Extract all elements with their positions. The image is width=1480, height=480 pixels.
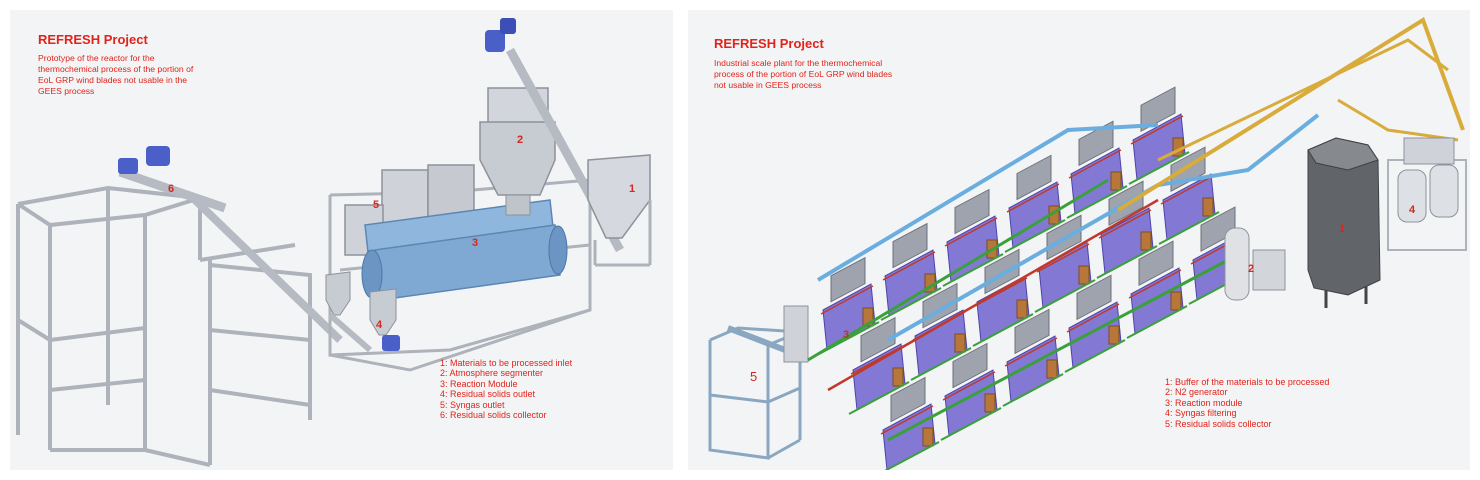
panel-title: REFRESH Project bbox=[38, 32, 148, 47]
reaction-module bbox=[361, 199, 568, 301]
industrial-plant-panel: 1 2 3 4 5 REFRESH Project Industrial sca… bbox=[688, 10, 1470, 470]
reaction-module-unit bbox=[1034, 214, 1096, 313]
reaction-module-unit bbox=[1064, 274, 1126, 373]
legend-item: 4: Syngas filtering bbox=[1165, 408, 1237, 419]
residual-solids-collector-frame bbox=[16, 185, 312, 467]
reaction-module-unit bbox=[940, 342, 1002, 441]
callout-4: 4 bbox=[376, 319, 383, 331]
callout-1: 1 bbox=[1339, 223, 1345, 235]
legend-item: 1: Buffer of the materials to be process… bbox=[1165, 377, 1330, 387]
reaction-module-unit bbox=[1002, 308, 1064, 407]
callout-5: 5 bbox=[750, 369, 757, 384]
callout-4: 4 bbox=[1409, 204, 1416, 216]
residual-solids-outlets bbox=[325, 271, 400, 353]
component-legend: 1: Materials to be processed inlet 2: At… bbox=[440, 358, 572, 420]
panel-title: REFRESH Project bbox=[714, 36, 824, 51]
reaction-module-unit bbox=[880, 222, 942, 321]
component-legend: 1: Buffer of the materials to be process… bbox=[1165, 377, 1329, 429]
legend-item: 5: Syngas outlet bbox=[440, 399, 505, 410]
syngas-filtering-unit bbox=[1387, 137, 1467, 251]
legend-item: 5: Residual solids collector bbox=[1165, 418, 1272, 429]
legend-item: 3: Reaction module bbox=[1165, 397, 1243, 408]
pipe-network bbox=[807, 16, 1465, 442]
reaction-module-unit bbox=[942, 188, 1004, 287]
reaction-module-unit bbox=[1128, 86, 1190, 185]
legend-item: 6: Residual solids collector bbox=[440, 410, 547, 421]
reaction-module-unit bbox=[848, 316, 910, 415]
callout-3: 3 bbox=[843, 329, 849, 341]
prototype-reactor-panel: 1 2 3 4 5 6 REFRESH Project Prototype of… bbox=[10, 10, 673, 470]
n2-generator bbox=[1224, 227, 1286, 301]
reaction-module-unit bbox=[1126, 240, 1188, 339]
industrial-plant-drawing: 1 2 3 4 5 bbox=[708, 16, 1467, 470]
legend-item: 2: N2 generator bbox=[1165, 387, 1228, 398]
legend-item: 4: Residual solids outlet bbox=[440, 389, 536, 400]
panel-description: Prototype of the reactor for the thermoc… bbox=[38, 53, 194, 96]
callout-3: 3 bbox=[472, 237, 478, 249]
materials-inlet-hopper bbox=[587, 154, 652, 267]
legend-item: 2: Atmosphere segmenter bbox=[440, 368, 544, 379]
callout-5: 5 bbox=[373, 199, 379, 211]
legend-item: 1: Materials to be processed inlet bbox=[440, 358, 573, 368]
atmosphere-segmenter bbox=[479, 87, 556, 216]
materials-buffer-silo bbox=[1307, 137, 1381, 308]
callout-2: 2 bbox=[1248, 263, 1254, 275]
collector-screw-conveyor bbox=[118, 146, 343, 343]
legend-item: 3: Reaction Module bbox=[440, 378, 518, 389]
residual-solids-collector-frame bbox=[708, 326, 802, 460]
prototype-reactor-drawing: 1 2 3 4 5 6 bbox=[16, 18, 652, 467]
callout-2: 2 bbox=[517, 134, 523, 146]
panel-description: Industrial scale plant for the thermoche… bbox=[714, 58, 893, 90]
callout-1: 1 bbox=[629, 183, 635, 195]
callout-6: 6 bbox=[168, 183, 174, 195]
plant-control-panel bbox=[783, 305, 809, 363]
